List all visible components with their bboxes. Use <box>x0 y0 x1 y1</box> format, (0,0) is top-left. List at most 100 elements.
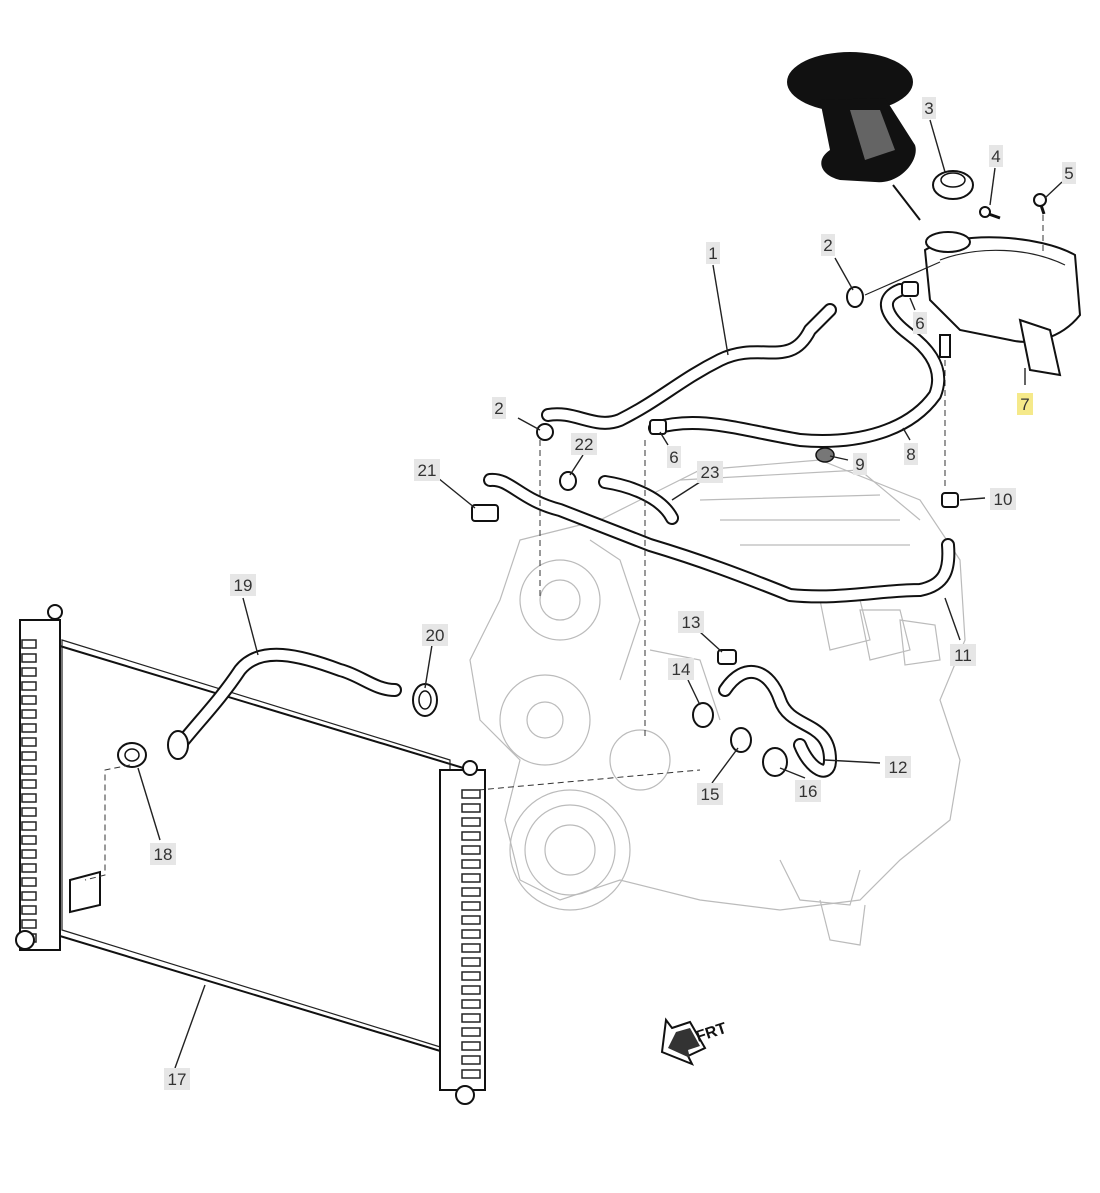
radiator-fin <box>461 915 481 925</box>
radiator-fin <box>21 863 37 873</box>
radiator-fin <box>461 803 481 813</box>
callout-c5: 5 <box>1062 162 1076 184</box>
pushpin-icon <box>787 52 921 221</box>
front-direction-arrow: FRT <box>660 1017 729 1066</box>
leader-lines <box>137 119 1063 1069</box>
svg-text:8: 8 <box>906 445 915 464</box>
radiator-fin <box>21 835 37 845</box>
callout-c11: 11 <box>950 644 976 666</box>
radiator-right-fins <box>461 789 481 1079</box>
radiator-fin <box>21 709 37 719</box>
radiator-fin <box>21 695 37 705</box>
hose-11 <box>483 472 956 604</box>
svg-text:5: 5 <box>1064 164 1073 183</box>
radiator-fin <box>21 723 37 733</box>
svg-text:20: 20 <box>426 626 445 645</box>
radiator-fin <box>21 793 37 803</box>
clamp-13 <box>717 649 737 665</box>
radiator-fin <box>461 971 481 981</box>
radiator-fin <box>461 887 481 897</box>
front-direction-label: FRT <box>694 1020 729 1046</box>
callout-c9: 9 <box>853 453 867 475</box>
callout-c13: 13 <box>678 611 704 633</box>
svg-text:2: 2 <box>494 399 503 418</box>
clamp-22 <box>559 471 577 491</box>
callout-c10: 10 <box>990 488 1016 510</box>
callout-c17: 17 <box>164 1068 190 1090</box>
radiator-fin <box>21 821 37 831</box>
radiator-fin <box>461 831 481 841</box>
radiator-fin <box>21 849 37 859</box>
callout-c12: 12 <box>885 756 911 778</box>
radiator-fin <box>461 1041 481 1051</box>
svg-text:14: 14 <box>672 660 691 679</box>
callout-c8: 8 <box>904 443 918 465</box>
callout-c2b: 2 <box>492 397 506 419</box>
radiator-fin <box>461 817 481 827</box>
radiator-fin <box>21 737 37 747</box>
svg-text:4: 4 <box>991 147 1000 166</box>
radiator-fin <box>21 891 37 901</box>
radiator-fin <box>461 929 481 939</box>
callout-c14: 14 <box>668 658 694 680</box>
clamp-6-upper <box>901 281 919 297</box>
svg-text:19: 19 <box>234 576 253 595</box>
hose-1 <box>541 303 837 430</box>
callout-c21: 21 <box>414 459 440 481</box>
svg-text:12: 12 <box>889 758 908 777</box>
svg-text:1: 1 <box>708 244 717 263</box>
svg-text:22: 22 <box>575 435 594 454</box>
clamp-10 <box>941 492 959 508</box>
engine-block <box>469 459 966 946</box>
callout-c2a: 2 <box>821 234 835 256</box>
hose-8 <box>648 283 946 448</box>
radiator-fin <box>21 667 37 677</box>
callout-c4: 4 <box>989 145 1003 167</box>
svg-text:23: 23 <box>701 463 720 482</box>
radiator-fin <box>21 877 37 887</box>
clamp-2-upper <box>846 286 864 308</box>
callout-c6a: 6 <box>913 312 927 334</box>
svg-text:9: 9 <box>855 455 864 474</box>
clamp-14 <box>692 702 714 728</box>
hose-23 <box>598 475 679 525</box>
radiator-left-fins <box>21 639 37 943</box>
callout-c18: 18 <box>150 843 176 865</box>
clamp-15 <box>730 727 752 753</box>
radiator-fin <box>461 789 481 799</box>
radiator-fin <box>461 845 481 855</box>
radiator-fin <box>461 957 481 967</box>
plug-9 <box>815 447 835 463</box>
coolant-reservoir <box>923 231 1082 377</box>
radiator-fin <box>461 859 481 869</box>
radiator <box>15 604 486 1105</box>
radiator-fin <box>461 873 481 883</box>
svg-text:10: 10 <box>994 490 1013 509</box>
radiator-fin <box>21 779 37 789</box>
lower-radiator-hose <box>718 664 837 778</box>
callout-c20: 20 <box>422 624 448 646</box>
clamp-21 <box>471 504 499 522</box>
callout-c3: 3 <box>922 97 936 119</box>
clamp-2-lower <box>536 423 554 441</box>
radiator-fin <box>461 985 481 995</box>
upper-radiator-hose <box>167 647 402 760</box>
callout-c16: 16 <box>795 780 821 802</box>
reservoir-cap <box>932 170 974 200</box>
radiator-fin <box>21 681 37 691</box>
bolt-5 <box>1033 193 1047 215</box>
radiator-fin <box>21 653 37 663</box>
radiator-fin <box>21 765 37 775</box>
svg-text:15: 15 <box>701 785 720 804</box>
svg-text:11: 11 <box>954 646 972 665</box>
callout-c19: 19 <box>230 574 256 596</box>
callout-c1: 1 <box>706 242 720 264</box>
clamp-16 <box>762 747 788 777</box>
radiator-fin <box>461 1069 481 1079</box>
svg-text:2: 2 <box>823 236 832 255</box>
callout-c7: 7 <box>1017 393 1033 415</box>
svg-text:6: 6 <box>669 448 678 467</box>
svg-text:17: 17 <box>168 1070 187 1089</box>
radiator-fin <box>21 639 37 649</box>
radiator-fin <box>21 807 37 817</box>
